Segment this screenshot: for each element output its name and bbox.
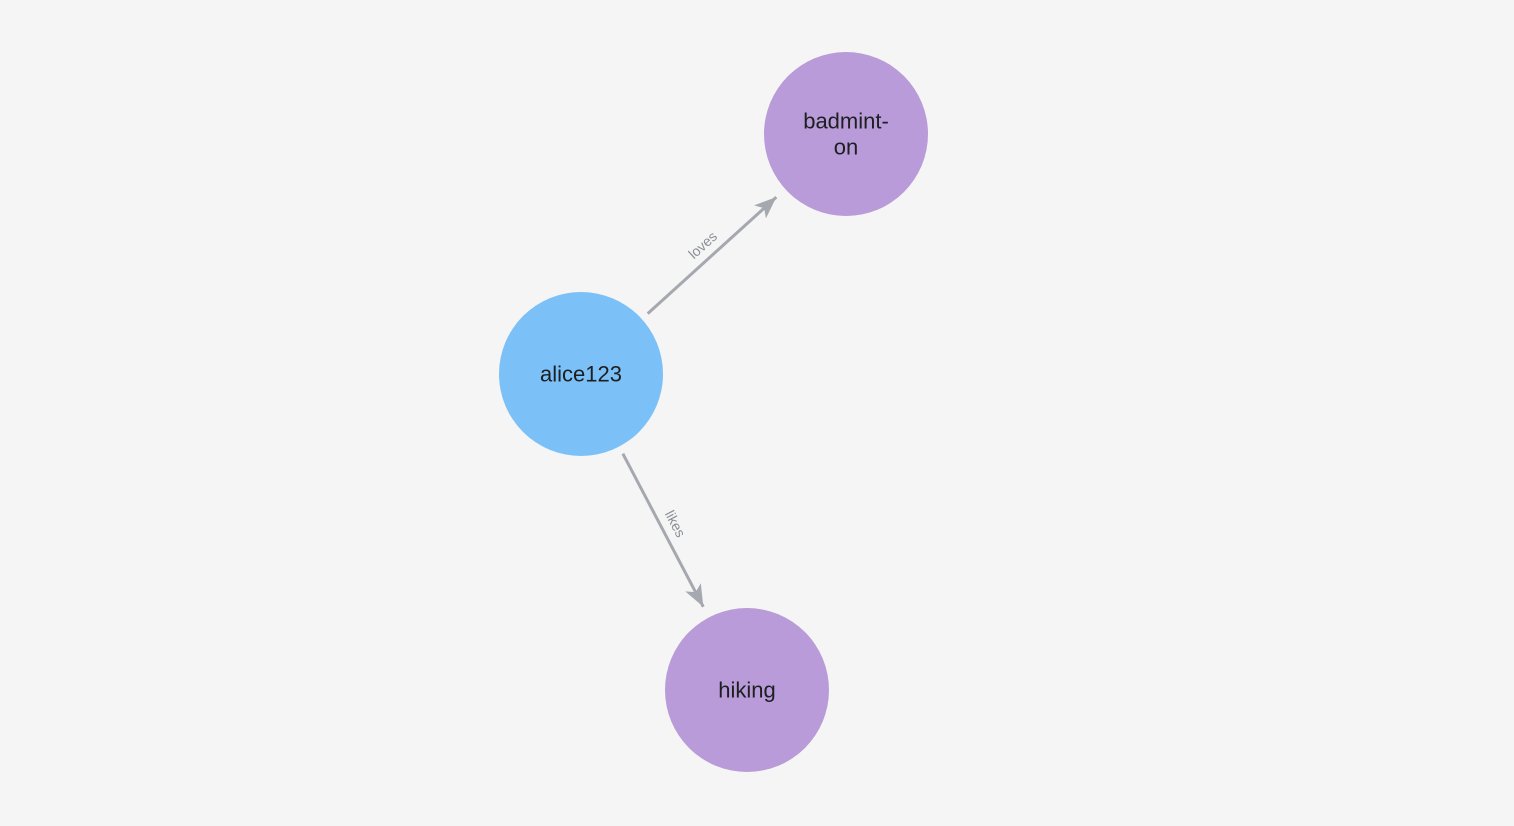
node-circle-badminton[interactable] [764,52,928,216]
edge-alice123-loves-badminton[interactable] [646,195,778,315]
node-circle-hiking[interactable] [665,608,829,772]
edge-label-loves: loves [685,228,720,262]
graph-node-hiking[interactable]: hiking [665,608,829,772]
edge-alice123-likes-hiking[interactable] [621,452,705,608]
node-circle-alice123[interactable] [499,292,663,456]
graph-node-alice123[interactable]: alice123 [499,292,663,456]
graph-node-badminton[interactable]: badmint-on [764,52,928,216]
nodes-layer: alice123 badmint-on hiking [499,52,928,772]
